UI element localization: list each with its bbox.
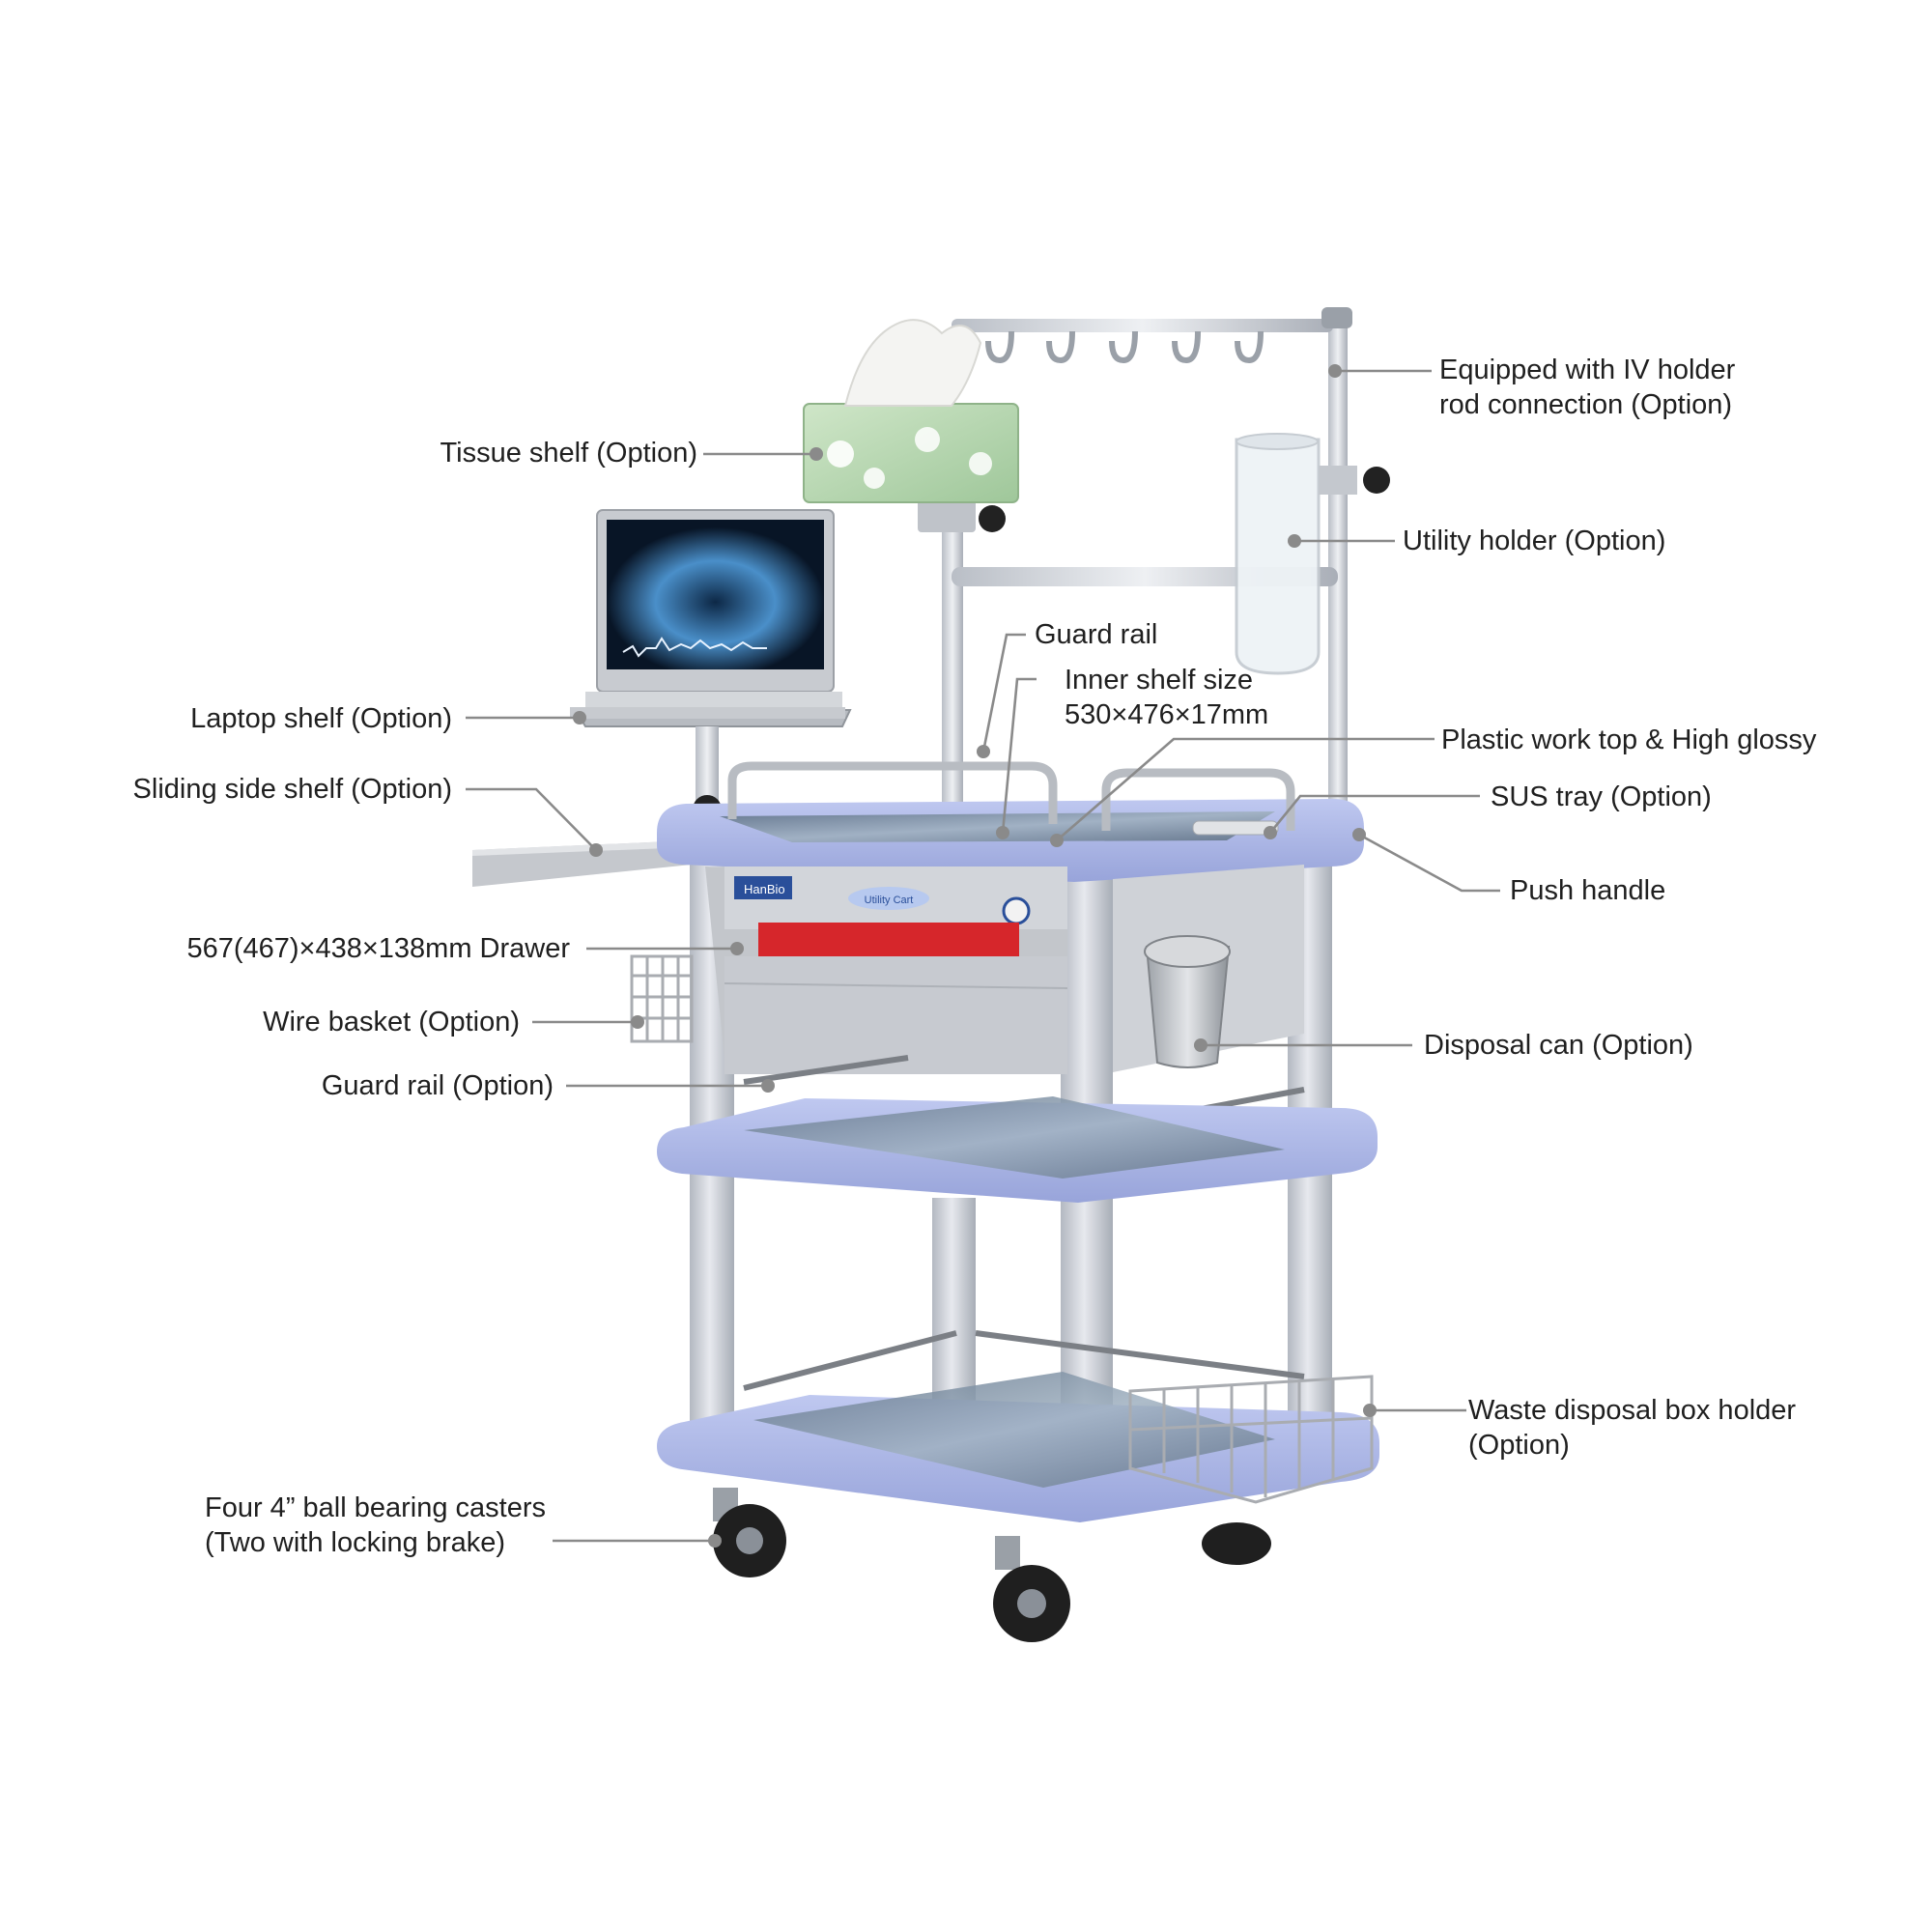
middle-tray [657,1055,1378,1203]
callout-sus-tray: SUS tray (Option) [1491,781,1712,812]
iv-pole [952,307,1352,821]
callout-guard-rail: Guard rail [1035,619,1158,650]
brand-logo: HanBio [744,882,785,896]
callout-casters: Four 4” ball bearing casters(Two with lo… [205,1492,546,1558]
disposal-can [1144,935,1231,1068]
callout-push-handle: Push handle [1510,875,1666,906]
lower-tray [657,1330,1379,1522]
callout-laptop-shelf: Laptop shelf (Option) [190,703,452,734]
callout-waste-disposal-box-holder: Waste disposal box holder(Option) [1468,1395,1797,1461]
callout-work-top: Plastic work top & High glossy [1441,724,1817,755]
utility-holder [1235,433,1390,675]
callout-guard-rail-option: Guard rail (Option) [321,1070,554,1101]
waste-disposal-basket [1128,1375,1374,1504]
callout-drawer: 567(467)×438×138mm Drawer [186,933,570,964]
callout-utility-holder: Utility holder (Option) [1403,526,1666,556]
casters [713,1488,1271,1642]
sliding-side-shelf [472,840,692,887]
callout-sliding-side-shelf: Sliding side shelf (Option) [132,774,452,805]
front-badge: Utility Cart [865,895,914,906]
wire-basket [630,954,694,1043]
callout-wire-basket: Wire basket (Option) [263,1007,520,1037]
work-top [657,761,1364,882]
drawer-unit: HanBio Utility Cart [705,867,1068,1074]
leader-lines [466,364,1500,1548]
tissue-box [803,319,1019,503]
callout-tissue-shelf: Tissue shelf (Option) [440,438,697,469]
callout-disposal-can: Disposal can (Option) [1424,1030,1693,1061]
laptop [570,509,852,824]
